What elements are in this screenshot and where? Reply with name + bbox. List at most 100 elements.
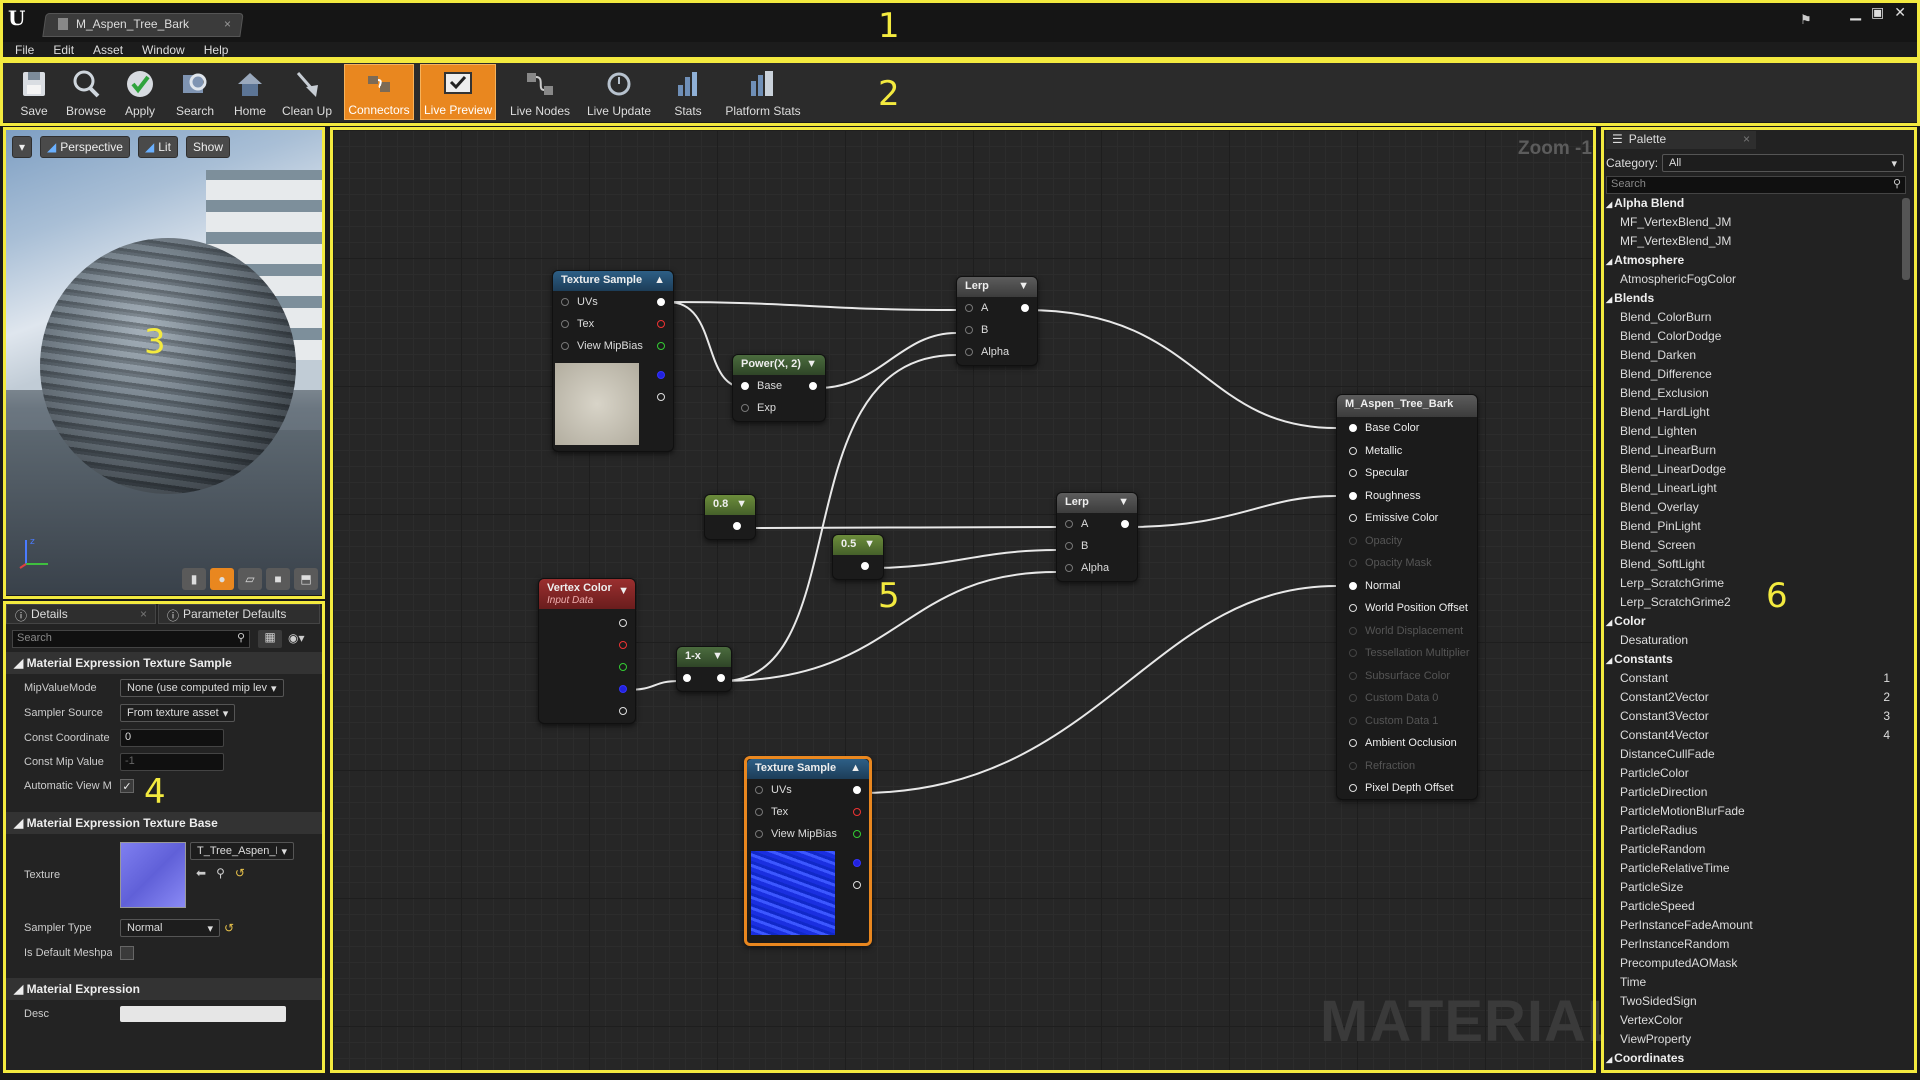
menu-asset[interactable]: Asset: [86, 42, 135, 60]
palette-item[interactable]: VertexColor: [1606, 1013, 1896, 1032]
pin-tex[interactable]: Tex: [553, 313, 673, 335]
result-pin-row[interactable]: World Position Offset: [1337, 597, 1477, 620]
sphere-preview-icon[interactable]: ●: [210, 568, 234, 590]
browse-button[interactable]: Browse: [62, 64, 110, 120]
result-pin-row[interactable]: Opacity: [1337, 530, 1477, 553]
palette-item[interactable]: ParticleSize: [1606, 880, 1896, 899]
connectors-button[interactable]: Connectors: [344, 64, 414, 120]
result-input-pin[interactable]: [1349, 694, 1357, 702]
chevron-down-icon[interactable]: ▼: [712, 650, 723, 664]
close-window-icon[interactable]: ✕: [1894, 4, 1906, 21]
maximize-icon[interactable]: ▣: [1871, 4, 1884, 21]
palette-scrollbar[interactable]: [1902, 198, 1910, 280]
palette-search-input[interactable]: Search⚲: [1606, 176, 1906, 194]
tab-palette[interactable]: ☰Palette×: [1606, 131, 1756, 149]
show-button[interactable]: Show: [186, 136, 230, 158]
texture-asset-dropdown[interactable]: T_Tree_Aspen_Bar▾: [190, 842, 294, 860]
palette-item[interactable]: PerInstanceFadeAmount: [1606, 918, 1896, 937]
result-pin-row[interactable]: Base Color: [1337, 417, 1477, 440]
pin-view-mipbias[interactable]: View MipBias: [747, 823, 869, 845]
palette-item[interactable]: Time: [1606, 975, 1896, 994]
pin-uvs[interactable]: UVs: [553, 291, 673, 313]
cube-preview-icon[interactable]: ■: [266, 568, 290, 590]
palette-item[interactable]: Constant2Vector2: [1606, 690, 1896, 709]
stats-button[interactable]: Stats: [664, 64, 712, 120]
one-minus-node[interactable]: 1-x▼: [676, 646, 732, 692]
apply-button[interactable]: Apply: [118, 64, 162, 120]
texture-sample-node[interactable]: Texture Sample▲ UVs Tex View MipBias: [552, 270, 674, 452]
result-input-pin[interactable]: [1349, 762, 1357, 770]
palette-item[interactable]: Blend_ColorDodge: [1606, 329, 1896, 348]
eye-icon[interactable]: ◉▾: [288, 631, 305, 645]
power-node[interactable]: Power(X, 2)▼ Base Exp: [732, 354, 826, 422]
expand-arrow-icon[interactable]: ◢: [1606, 200, 1612, 209]
palette-item[interactable]: ViewProperty: [1606, 1032, 1896, 1051]
notification-icon[interactable]: ⚑: [1800, 12, 1812, 28]
palette-item[interactable]: ParticleMotionBlurFade: [1606, 804, 1896, 823]
constant-node-05[interactable]: 0.5▼: [832, 534, 884, 580]
result-input-pin[interactable]: [1349, 582, 1357, 590]
platform-stats-button[interactable]: Platform Stats: [720, 64, 806, 120]
result-pin-row[interactable]: World Displacement: [1337, 620, 1477, 643]
palette-category[interactable]: ◢Color: [1606, 614, 1896, 633]
lit-button[interactable]: ◢Lit: [138, 136, 178, 158]
preview-viewport[interactable]: [6, 130, 322, 595]
use-selected-icon[interactable]: ⬅: [196, 866, 206, 880]
palette-item[interactable]: Desaturation: [1606, 633, 1896, 652]
result-input-pin[interactable]: [1349, 492, 1357, 500]
clean-up-button[interactable]: Clean Up: [280, 64, 334, 120]
palette-category[interactable]: ◢Alpha Blend: [1606, 196, 1896, 215]
tab-details[interactable]: ⓘDetails×: [6, 604, 156, 624]
section-material-expression[interactable]: ◢ Material Expression: [6, 978, 322, 1000]
sampler-type-dropdown[interactable]: Normal▾: [120, 919, 220, 937]
const-coordinate-field[interactable]: 0: [120, 729, 224, 747]
close-icon[interactable]: ×: [140, 607, 147, 623]
result-pin-row[interactable]: Specular: [1337, 462, 1477, 485]
result-input-pin[interactable]: [1349, 604, 1357, 612]
result-input-pin[interactable]: [1349, 649, 1357, 657]
palette-category[interactable]: ◢Blends: [1606, 291, 1896, 310]
palette-item[interactable]: Constant3Vector3: [1606, 709, 1896, 728]
category-dropdown[interactable]: All▾: [1662, 154, 1904, 172]
palette-item[interactable]: Blend_PinLight: [1606, 519, 1896, 538]
chevron-down-icon[interactable]: ▼: [1018, 280, 1029, 294]
palette-item[interactable]: TwoSidedSign: [1606, 994, 1896, 1013]
result-input-pin[interactable]: [1349, 424, 1357, 432]
pin-a[interactable]: A: [1057, 513, 1137, 535]
reset-icon[interactable]: ↺: [235, 866, 245, 880]
chevron-down-icon[interactable]: ▼: [806, 358, 817, 372]
pin-a[interactable]: A: [957, 297, 1037, 319]
collapse-icon[interactable]: ▲: [850, 762, 861, 776]
section-texture-sample[interactable]: ◢ Material Expression Texture Sample: [6, 652, 322, 674]
browse-icon[interactable]: ⚲: [216, 866, 225, 880]
result-input-pin[interactable]: [1349, 447, 1357, 455]
section-texture-base[interactable]: ◢ Material Expression Texture Base: [6, 812, 322, 834]
palette-item[interactable]: Lerp_ScratchGrime2: [1606, 595, 1896, 614]
search-button[interactable]: Search: [172, 64, 218, 120]
live-update-button[interactable]: Live Update: [584, 64, 654, 120]
result-input-pin[interactable]: [1349, 784, 1357, 792]
palette-item[interactable]: MF_VertexBlend_JM: [1606, 215, 1896, 234]
menu-edit[interactable]: Edit: [46, 42, 86, 60]
collapse-icon[interactable]: ▲: [654, 274, 665, 288]
palette-item[interactable]: Blend_SoftLight: [1606, 557, 1896, 576]
close-tab-icon[interactable]: ×: [224, 17, 231, 31]
palette-item[interactable]: PerInstanceRandom: [1606, 937, 1896, 956]
chevron-down-icon[interactable]: ▼: [864, 538, 875, 552]
palette-item[interactable]: ParticleRelativeTime: [1606, 861, 1896, 880]
palette-item[interactable]: Constant4Vector4: [1606, 728, 1896, 747]
pin-view-mipbias[interactable]: View MipBias: [553, 335, 673, 357]
perspective-button[interactable]: ◢Perspective: [40, 136, 130, 158]
palette-item[interactable]: AtmosphericFogColor: [1606, 272, 1896, 291]
constant-node-08[interactable]: 0.8▼: [704, 494, 756, 540]
menu-help[interactable]: Help: [197, 42, 241, 60]
palette-item[interactable]: DistanceCullFade: [1606, 747, 1896, 766]
menu-file[interactable]: File: [8, 42, 46, 60]
palette-item[interactable]: Blend_Screen: [1606, 538, 1896, 557]
save-button[interactable]: Save: [12, 64, 56, 120]
result-input-pin[interactable]: [1349, 717, 1357, 725]
close-icon[interactable]: ×: [1743, 132, 1750, 148]
expand-arrow-icon[interactable]: ◢: [1606, 1055, 1612, 1064]
plane-preview-icon[interactable]: ▱: [238, 568, 262, 590]
normal-texture-sample-node[interactable]: Texture Sample▲ UVs Tex View MipBias: [744, 756, 872, 946]
